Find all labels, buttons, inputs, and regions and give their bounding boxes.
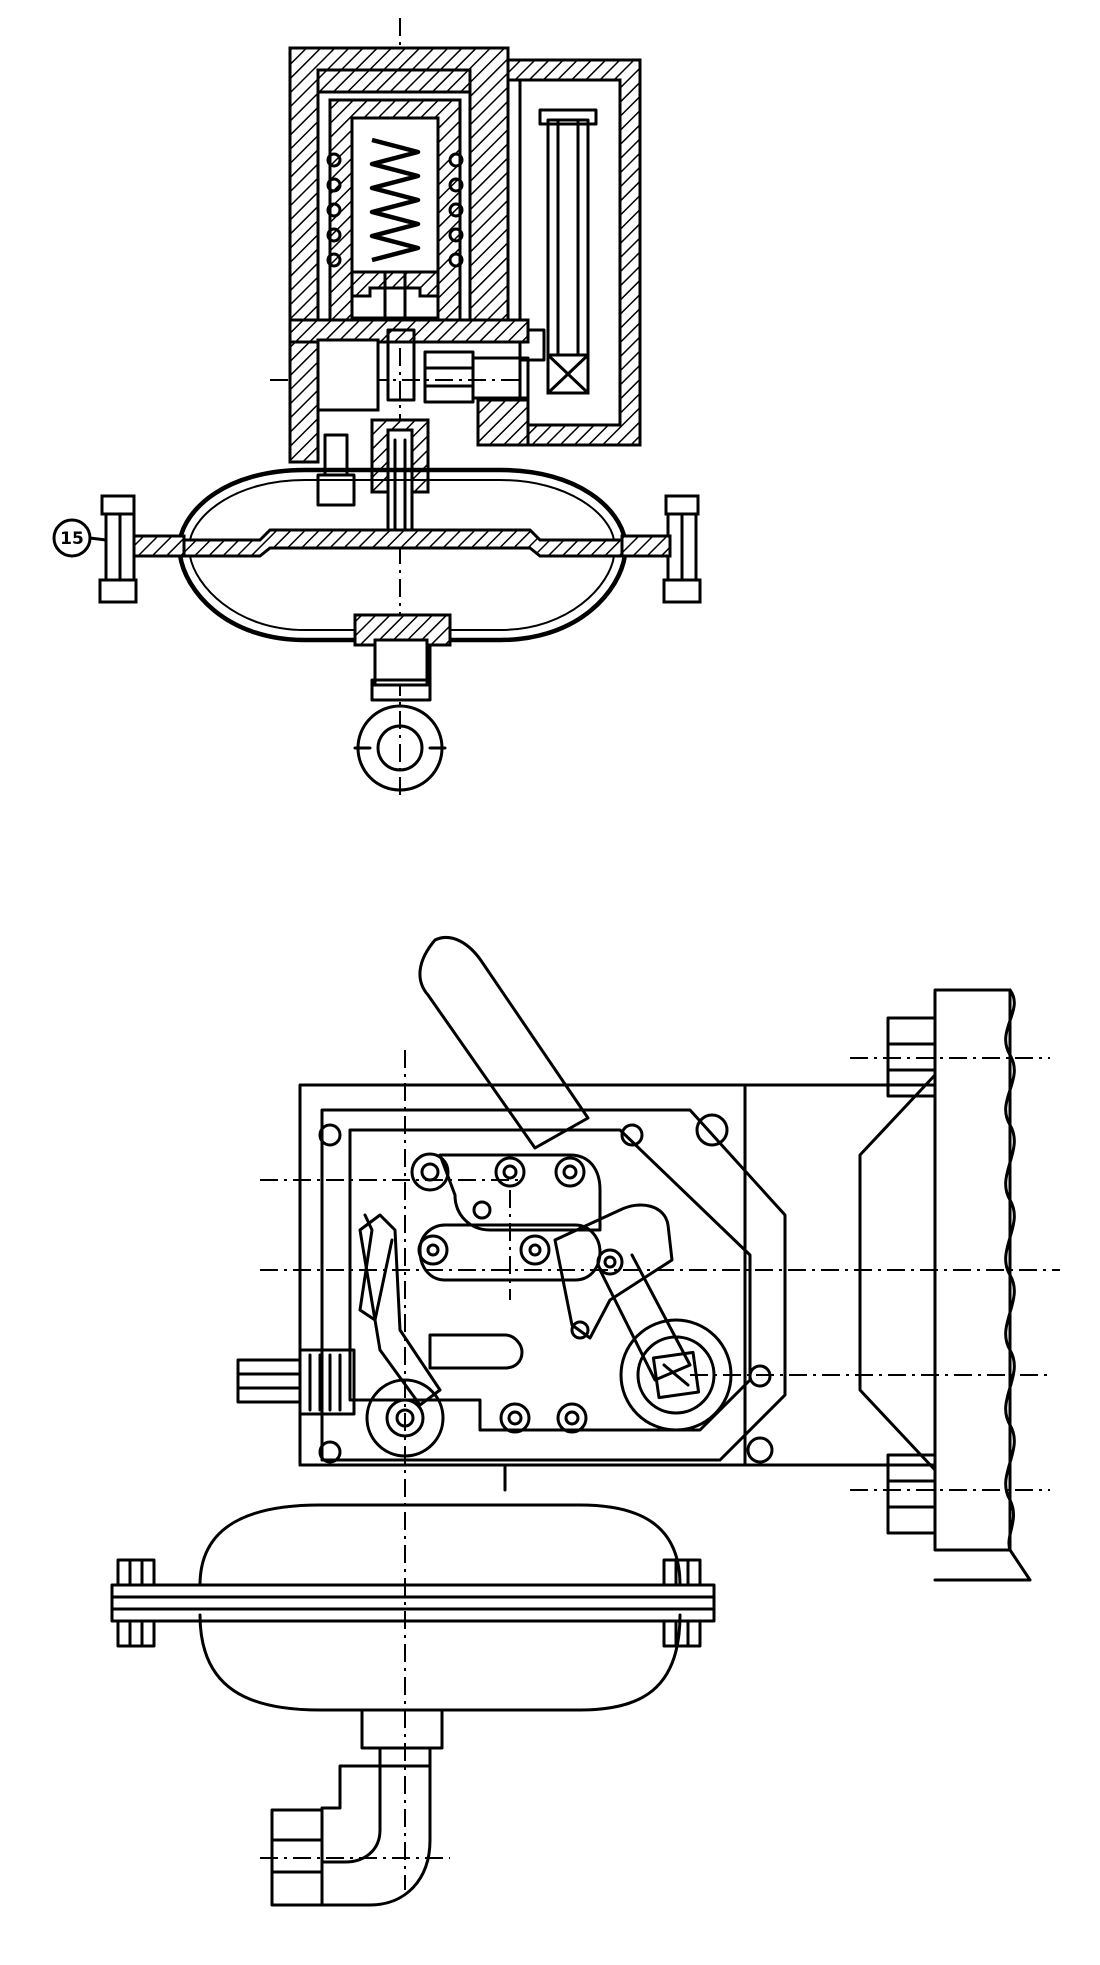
screw-bottom-right [746,1436,774,1464]
elbow-fitting [260,1764,450,1907]
mounting-flange [743,988,1032,1582]
lower-boss [365,1378,445,1458]
valve-block [288,318,530,464]
screw-top-right [620,1123,644,1147]
pivot-3 [554,1156,586,1188]
bottom-fitting [353,613,452,792]
outer-spring-coils [326,152,464,268]
coil-spring [369,137,421,263]
lever-arm [418,936,590,1150]
callout-15: 15 [52,518,108,558]
adjusting-screw [236,1348,356,1416]
flange-bolt-left [98,494,138,604]
diaphragm-actuator [110,1463,716,1768]
flange-bolt-right [662,494,702,604]
cam-drive [619,1318,733,1432]
link-bar [418,1223,602,1282]
exterior-view [110,936,1060,1907]
crank-arm [553,1203,674,1340]
pivot-2 [494,1156,526,1188]
linkage-assembly [358,1152,733,1458]
callout-15-label: 15 [60,529,84,549]
diaphragm-housing [98,467,702,643]
body-plate [298,1083,787,1467]
side-housing [506,58,642,447]
screw-bottom-left [318,1440,342,1464]
central-stem [316,418,430,537]
pivot-1 [410,1152,450,1192]
spring-chamber [326,98,464,322]
valve-symbol [546,353,590,395]
screw-top-left [318,1123,342,1147]
screw-right [748,1364,772,1388]
sectional-view: 15 [52,18,702,800]
